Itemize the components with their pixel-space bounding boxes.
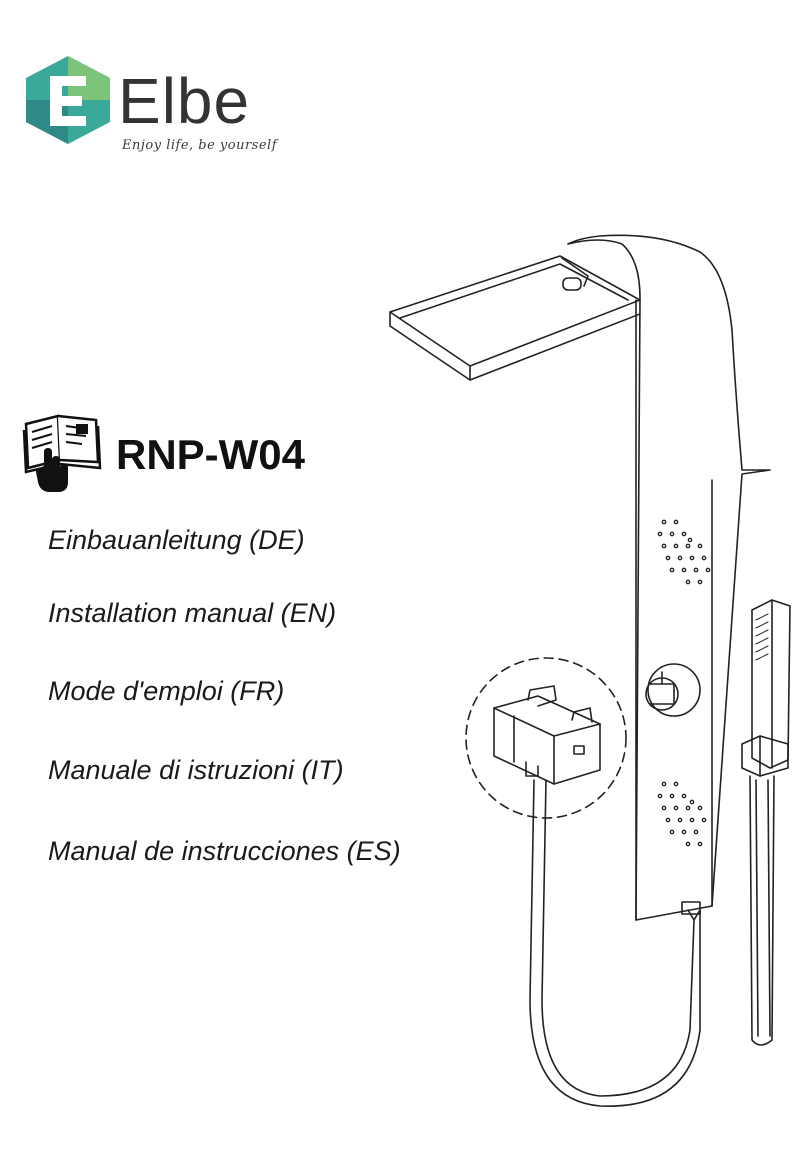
thermostatic-mixer-detail-icon (465, 657, 627, 819)
hand-shower-nozzles-icon (755, 613, 769, 661)
language-title-en: Installation manual (EN) (48, 598, 337, 628)
brand-tagline: Enjoy life, be yourself (122, 138, 278, 153)
manual-book-hand-icon (22, 414, 102, 492)
language-title-es: Manual de instrucciones (ES) (48, 836, 401, 866)
model-number: RNP-W04 (116, 431, 306, 478)
logo-letter: E (20, 52, 21, 53)
language-title-de: Einbauanleitung (DE) (48, 525, 305, 555)
control-knob-icon (645, 663, 701, 717)
shower-panel-illustration (389, 234, 791, 1107)
body-jet-upper-icon (657, 519, 711, 585)
body-jet-lower-icon (657, 781, 707, 847)
brand-name: Elbe (118, 65, 251, 137)
language-title-it: Manuale di istruzioni (IT) (48, 755, 344, 785)
elbe-logo-icon: E (20, 52, 110, 144)
language-title-fr: Mode d'emploi (FR) (48, 676, 285, 706)
